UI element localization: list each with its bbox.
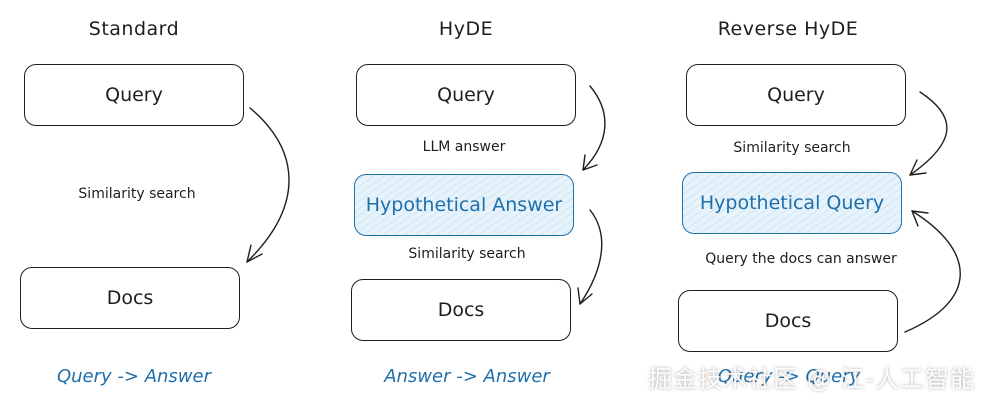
column-title-hyde: HyDE bbox=[438, 18, 494, 40]
arrowhead-hyde-1 bbox=[582, 154, 598, 171]
similarity-search-label-hyde: Similarity search bbox=[408, 246, 526, 262]
column-title-reverse-hyde: Reverse HyDE bbox=[717, 18, 859, 40]
arrow-hyde-query-to-hypo bbox=[582, 85, 606, 171]
arrowhead-hyde-2 bbox=[577, 287, 593, 305]
query-box-standard: Query bbox=[24, 64, 244, 126]
query-box-reverse-hyde: Query bbox=[686, 64, 906, 126]
docs-box-standard: Docs bbox=[20, 267, 240, 329]
hypothetical-query-box: Hypothetical Query bbox=[682, 172, 902, 234]
similarity-search-label-reverse-hyde: Similarity search bbox=[733, 140, 851, 156]
arrow-standard-query-to-docs bbox=[246, 107, 290, 263]
similarity-search-label-standard: Similarity search bbox=[78, 186, 196, 202]
footer-standard: Query -> Answer bbox=[56, 366, 212, 387]
docs-box-reverse-hyde: Docs bbox=[678, 290, 898, 352]
query-docs-can-answer-label: Query the docs can answer bbox=[705, 251, 897, 267]
arrowhead-rhyde-1 bbox=[909, 159, 927, 176]
hypothetical-answer-box: Hypothetical Answer bbox=[354, 174, 574, 236]
column-title-standard: Standard bbox=[88, 18, 180, 40]
arrow-rhyde-docs-to-hypo bbox=[904, 210, 961, 333]
watermark-text: 掘金技术社区 @ 江-人工智能 bbox=[648, 365, 975, 393]
arrowhead-standard bbox=[246, 244, 263, 263]
docs-box-hyde: Docs bbox=[351, 279, 571, 341]
arrowhead-rhyde-2 bbox=[911, 210, 929, 227]
arrow-hyde-hypo-to-docs bbox=[579, 209, 603, 305]
llm-answer-label: LLM answer bbox=[422, 139, 506, 155]
query-box-hyde: Query bbox=[356, 64, 576, 126]
footer-hyde: Answer -> Answer bbox=[384, 366, 550, 387]
arrow-rhyde-query-to-hypo bbox=[909, 91, 948, 176]
footer-reverse-hyde: Query -> Query bbox=[717, 366, 861, 387]
